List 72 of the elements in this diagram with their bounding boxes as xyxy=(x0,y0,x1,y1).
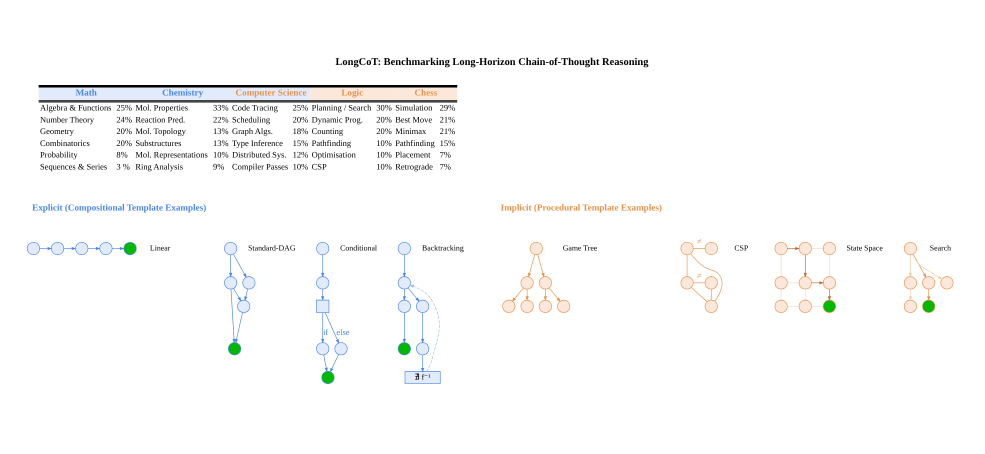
label: Code Tracing xyxy=(232,102,278,113)
label: Chemistry xyxy=(162,88,204,98)
label: Best Move xyxy=(395,114,432,124)
label: Math xyxy=(76,88,97,98)
label: 9% xyxy=(213,161,224,172)
label: Geometry xyxy=(40,126,74,136)
label: Combinatorics xyxy=(40,138,90,148)
label: 10% xyxy=(376,138,392,148)
label: 7% xyxy=(440,161,451,172)
label: Probability xyxy=(40,150,78,160)
edge-label: ≠ xyxy=(696,270,702,281)
diagram-title: LongCoT: Benchmarking Long-Horizon Chain-of-Thought Reasoning xyxy=(335,56,648,68)
label: 33% xyxy=(213,102,229,113)
edge-label: if xyxy=(323,327,328,338)
label: 25% xyxy=(292,102,308,113)
edge-label: else xyxy=(336,327,350,338)
label: Explicit (Compositional Template Examples) xyxy=(32,202,206,212)
label: 20% xyxy=(376,114,392,124)
label: Placement xyxy=(395,150,430,160)
label: 29% xyxy=(440,102,456,113)
label: 8% xyxy=(116,150,128,160)
label: 15% xyxy=(440,138,456,148)
label: Chess xyxy=(414,88,438,98)
label: Compiler Passes xyxy=(232,161,288,172)
label: 10% xyxy=(376,161,392,172)
label: Minimax xyxy=(395,126,426,136)
label: CSP xyxy=(312,161,327,172)
label: 22% xyxy=(213,114,229,124)
label: Ring Analysis xyxy=(135,161,184,172)
label: 20% xyxy=(376,126,392,136)
label: 18% xyxy=(292,126,308,136)
label: Dynamic Prog. xyxy=(312,114,363,124)
label: 7% xyxy=(440,150,451,160)
label: 20% xyxy=(292,114,308,124)
label: 21% xyxy=(440,126,456,136)
label: 30% xyxy=(376,102,392,113)
label: Pathfinding xyxy=(312,138,352,148)
label: 13% xyxy=(213,126,229,136)
label: 10% xyxy=(292,161,308,172)
label: 3 % xyxy=(116,161,130,172)
label: Mol. Properties xyxy=(135,102,188,113)
label: Reaction Pred. xyxy=(135,114,186,124)
label: Mol. Representations xyxy=(135,150,208,160)
label: Counting xyxy=(312,126,344,136)
label: Implicit (Procedural Template Examples) xyxy=(500,202,662,212)
label: 20% xyxy=(116,126,132,136)
label: Computer Science xyxy=(236,88,307,98)
label: 21% xyxy=(440,114,456,124)
label: 15% xyxy=(292,138,308,148)
label: 20% xyxy=(116,138,132,148)
label: Retrograde xyxy=(395,161,433,172)
label: Planning / Search xyxy=(312,102,372,113)
label: Type Inference xyxy=(232,138,283,148)
label: Pathfinding xyxy=(395,138,435,148)
label: Substructures xyxy=(135,138,182,148)
label: Scheduling xyxy=(232,114,270,124)
label: 12% xyxy=(292,150,308,160)
label: Distributed Sys. xyxy=(232,150,287,160)
label: 25% xyxy=(116,102,132,113)
label: Algebra & Functions xyxy=(40,102,112,113)
edge-label: ≠ xyxy=(696,236,702,246)
label: Graph Algs. xyxy=(232,126,273,136)
label: Optimisation xyxy=(312,150,356,160)
label: 10% xyxy=(213,150,229,160)
label: 24% xyxy=(116,114,132,124)
label: 10% xyxy=(376,150,392,160)
label: Logic xyxy=(341,88,364,98)
label: Mol. Topology xyxy=(135,126,186,136)
label: Sequences & Series xyxy=(40,161,108,172)
label: Number Theory xyxy=(40,114,94,124)
label: 13% xyxy=(213,138,229,148)
label: Simulation xyxy=(395,102,432,113)
